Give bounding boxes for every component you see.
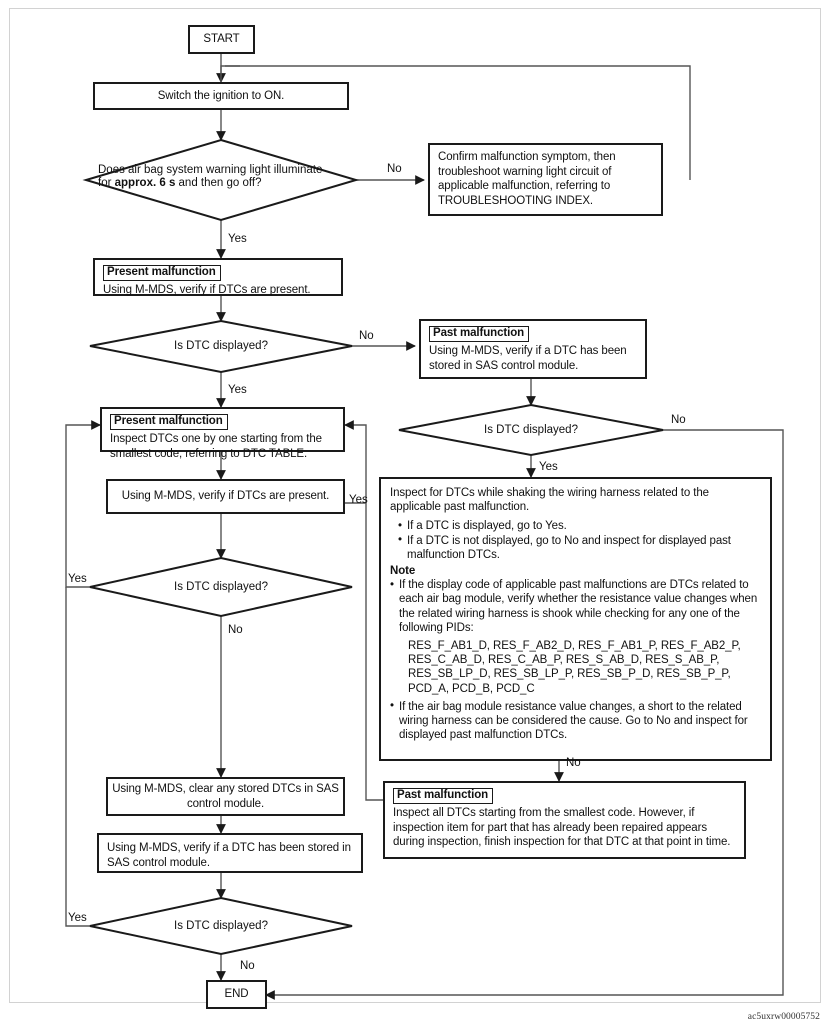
edge-label-q3-no: No [228, 624, 243, 636]
node-verify-present-text: Using M-MDS, verify if DTCs are present. [121, 490, 330, 503]
node-confirm-malfunction[interactable]: Confirm malfunction symptom, then troubl… [428, 143, 663, 216]
warn-bold: approx. 6 s [114, 177, 176, 189]
list-item: If the air bag module resistance value c… [390, 699, 761, 743]
node-verify-stored-text: Using M-MDS, verify if a DTC has been st… [107, 842, 351, 869]
node-past-inspect-tag: Past malfunction [393, 788, 494, 804]
warn-post: and then go off? [175, 177, 262, 189]
shake-harness-pid-list: RES_F_AB1_D, RES_F_AB2_D, RES_F_AB1_P, R… [408, 640, 741, 695]
decision-2-text: Is DTC displayed? [484, 424, 578, 436]
shake-harness-bullets: If a DTC is displayed, go to Yes. If a D… [398, 519, 761, 562]
node-confirm-malfunction-text: Confirm malfunction symptom, then troubl… [438, 151, 616, 207]
node-clear-dtcs[interactable]: Using M-MDS, clear any stored DTCs in SA… [106, 777, 345, 816]
node-present-verify-tag: Present malfunction [103, 265, 221, 281]
decision-1-text: Is DTC displayed? [174, 340, 268, 352]
node-start-label: START [203, 33, 240, 46]
edge-label-verify-present-yes: Yes [349, 494, 368, 506]
edge-label-q1-yes: Yes [228, 384, 247, 396]
node-past-inspect-text: Inspect all DTCs starting from the small… [393, 807, 731, 848]
edge-label-q4-no: No [240, 960, 255, 972]
shake-harness-note-head: Note [390, 565, 416, 578]
decision-dtc-displayed-2-label: Is DTC displayed? [456, 424, 606, 437]
node-verify-stored[interactable]: Using M-MDS, verify if a DTC has been st… [97, 833, 363, 873]
edge-label-shake-no: No [566, 757, 581, 769]
node-past-verify-tag: Past malfunction [429, 326, 530, 342]
node-present-inspect[interactable]: Present malfunction Inspect DTCs one by … [100, 407, 345, 460]
warn-pre: for [98, 177, 115, 189]
list-item: If a DTC is displayed, go to Yes. [398, 519, 761, 533]
node-past-verify[interactable]: Past malfunction Using M-MDS, verify if … [419, 319, 647, 379]
edge-label-warn-yes: Yes [228, 233, 247, 245]
decision-warning-light-label: Does air bag system warning light illumi… [98, 164, 348, 190]
image-code: ac5uxrw00005752 [747, 1012, 820, 1022]
list-item: If a DTC is not displayed, go to No and … [398, 533, 761, 562]
node-verify-present[interactable]: Using M-MDS, verify if DTCs are present. [106, 479, 345, 514]
edge-label-q3-yes: Yes [68, 573, 87, 585]
node-past-verify-text: Using M-MDS, verify if a DTC has been st… [429, 345, 627, 372]
decision-dtc-displayed-4-label: Is DTC displayed? [146, 920, 296, 933]
shake-harness-note-bullets: If the display code of applicable past m… [390, 578, 761, 635]
node-end[interactable]: END [206, 980, 267, 1009]
decision-dtc-displayed-3-label: Is DTC displayed? [146, 581, 296, 594]
node-present-verify[interactable]: Present malfunction Using M-MDS, verify … [93, 258, 343, 296]
decision-4-text: Is DTC displayed? [174, 920, 268, 932]
decision-warning-light-line2: for approx. 6 s and then go off? [98, 177, 348, 190]
shake-harness-note-bullets-2: If the air bag module resistance value c… [390, 699, 761, 743]
node-present-inspect-tag: Present malfunction [110, 414, 228, 430]
node-past-inspect[interactable]: Past malfunction Inspect all DTCs starti… [383, 781, 746, 859]
edge-label-q4-yes: Yes [68, 912, 87, 924]
node-switch-ignition-label: Switch the ignition to ON. [157, 89, 285, 102]
node-clear-dtcs-text: Using M-MDS, clear any stored DTCs in SA… [112, 783, 339, 810]
edge-label-q2-yes: Yes [539, 461, 558, 473]
node-end-label: END [224, 988, 249, 1001]
list-item: If the display code of applicable past m… [390, 578, 761, 635]
node-shake-harness[interactable]: Inspect for DTCs while shaking the wirin… [379, 477, 772, 761]
edge-label-warn-no: No [387, 163, 402, 175]
decision-warning-light-line1: Does air bag system warning light illumi… [98, 164, 323, 176]
edge-label-q1-no: No [359, 330, 374, 342]
node-shake-harness-intro: Inspect for DTCs while shaking the wirin… [390, 487, 709, 514]
decision-dtc-displayed-1-label: Is DTC displayed? [146, 340, 296, 353]
decision-3-text: Is DTC displayed? [174, 581, 268, 593]
node-present-inspect-text: Inspect DTCs one by one starting from th… [110, 433, 322, 460]
node-switch-ignition[interactable]: Switch the ignition to ON. [93, 82, 349, 110]
node-present-verify-text: Using M-MDS, verify if DTCs are present. [103, 284, 311, 296]
edge-label-q2-no: No [671, 414, 686, 426]
node-start[interactable]: START [188, 25, 255, 54]
